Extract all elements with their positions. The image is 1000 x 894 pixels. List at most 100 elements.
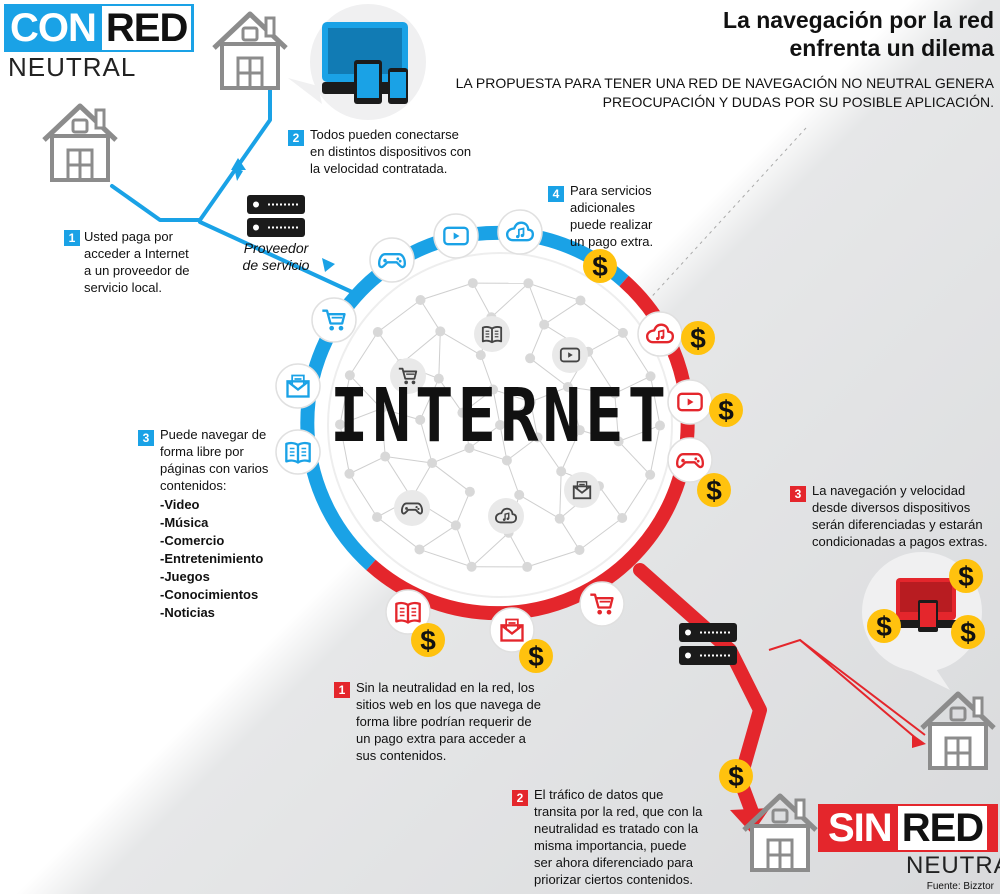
dollar-sign: $ (876, 611, 892, 642)
red-thin-route-2 (768, 638, 919, 741)
dollar-sign: $ (706, 475, 722, 506)
note-left-2: Todos pueden conectarse en distintos dis… (310, 126, 510, 177)
note-line: El tráfico de datos que (534, 787, 664, 802)
mesh-node (556, 466, 567, 477)
red-ring-arc (366, 275, 695, 621)
mesh-node (539, 319, 550, 330)
mesh-link (527, 283, 545, 325)
mesh-node (575, 295, 586, 306)
content-list: -Video -Música -Comercio -Entretenimient… (160, 496, 310, 622)
note-line: sus contenidos. (356, 748, 447, 763)
mesh-node (617, 512, 628, 523)
dollar-sign: $ (690, 323, 706, 354)
server-icon (246, 194, 306, 238)
internet-label: INTERNET (329, 374, 671, 460)
note-line: neutralidad es tratado con la (534, 821, 699, 836)
dollar-coin-icon: $ (719, 759, 753, 793)
note-line: servicio local. (84, 280, 163, 295)
arrow-icon (912, 734, 926, 748)
list-item: -Entretenimiento (160, 551, 264, 566)
mesh-link (419, 419, 433, 464)
mesh-link (506, 460, 520, 496)
mesh-link (381, 408, 421, 421)
note-line: ser ahora diferenciado para (534, 855, 693, 870)
mesh-link (440, 330, 482, 356)
mesh-node (344, 468, 355, 479)
mesh-node (525, 396, 536, 407)
dollar-coin-icon: $ (867, 609, 901, 643)
route-arrows (231, 158, 335, 272)
house-icon (44, 106, 116, 180)
dollar-sign: $ (420, 625, 436, 656)
mesh-link (385, 456, 433, 464)
mesh-link (462, 389, 494, 414)
mesh-node (514, 489, 525, 500)
mesh-link (587, 332, 624, 353)
mesh-link (528, 282, 581, 302)
mesh-link (618, 441, 651, 476)
note-right-2: El tráfico de datos que transita por la … (534, 786, 724, 888)
note-line: un pago extra para acceder a (356, 731, 526, 746)
mesh-link (579, 517, 623, 551)
dollar-sign: $ (528, 641, 544, 672)
list-item: -Comercio (160, 533, 225, 548)
subtitle-line-1: La propuesta para tener una red de naveg… (455, 75, 994, 91)
note-line: sitios web en los que navega de (356, 697, 542, 712)
mesh-node (433, 373, 444, 384)
mesh-link (649, 425, 661, 475)
mesh-link (499, 424, 508, 461)
mesh-link (529, 357, 569, 388)
mesh-node (427, 458, 438, 469)
step-number: 3 (138, 430, 154, 446)
mesh-node (457, 407, 468, 418)
provider-line-2: de servicio (242, 257, 310, 273)
note-line: puede realizar (570, 217, 653, 232)
mesh-link (614, 393, 620, 442)
mesh-link (499, 401, 531, 426)
note-line: desde diversos dispositivos (812, 500, 971, 515)
mesh-link (431, 447, 470, 464)
mesh-node (464, 443, 475, 454)
video-play-icon (552, 337, 588, 373)
mesh-link (376, 516, 420, 550)
mesh-node (344, 370, 355, 381)
note-left-4: Para servicios adicionales puede realiza… (570, 182, 690, 250)
mesh-link (618, 425, 661, 442)
mesh-node (372, 512, 383, 523)
mesh-link (419, 525, 457, 550)
mesh-link (339, 375, 351, 425)
mesh-node (554, 513, 565, 524)
note-line: Sin la neutralidad en la red, los (356, 680, 535, 695)
mesh-node (645, 371, 656, 382)
note-line: contenidos: (160, 478, 227, 493)
mesh-link (621, 474, 651, 519)
mesh-node (562, 381, 573, 392)
provider-line-1: Proveedor (243, 240, 309, 256)
mesh-link (491, 282, 529, 318)
mesh-link (419, 378, 440, 421)
house-icon (922, 694, 994, 768)
note-line: acceder a Internet (84, 246, 189, 261)
note-right-3: La navegación y velocidad desde diversos… (812, 482, 998, 550)
book-icon (385, 589, 431, 635)
dollar-coin-icon: $ (949, 559, 983, 593)
neutral-label: NEUTRAL (906, 852, 1000, 879)
subtitle-line-2: preocupación y dudas por su posible apli… (602, 94, 994, 110)
blue-ring-arc (300, 225, 629, 571)
note-line: páginas con varios (160, 461, 269, 476)
list-item: -Música (160, 515, 209, 530)
mesh-link (650, 376, 661, 426)
mesh-link (508, 532, 528, 568)
mesh-node (617, 327, 628, 338)
list-item: -Video (160, 497, 200, 512)
mail-icon (564, 472, 600, 508)
mesh-link (349, 473, 378, 518)
mesh-link (492, 389, 531, 403)
mesh-link (530, 386, 569, 403)
mail-icon (275, 363, 321, 409)
mesh-link (419, 548, 472, 568)
mesh-node (335, 419, 346, 430)
sin-word: SIN (828, 806, 893, 850)
mesh-link (469, 447, 508, 461)
